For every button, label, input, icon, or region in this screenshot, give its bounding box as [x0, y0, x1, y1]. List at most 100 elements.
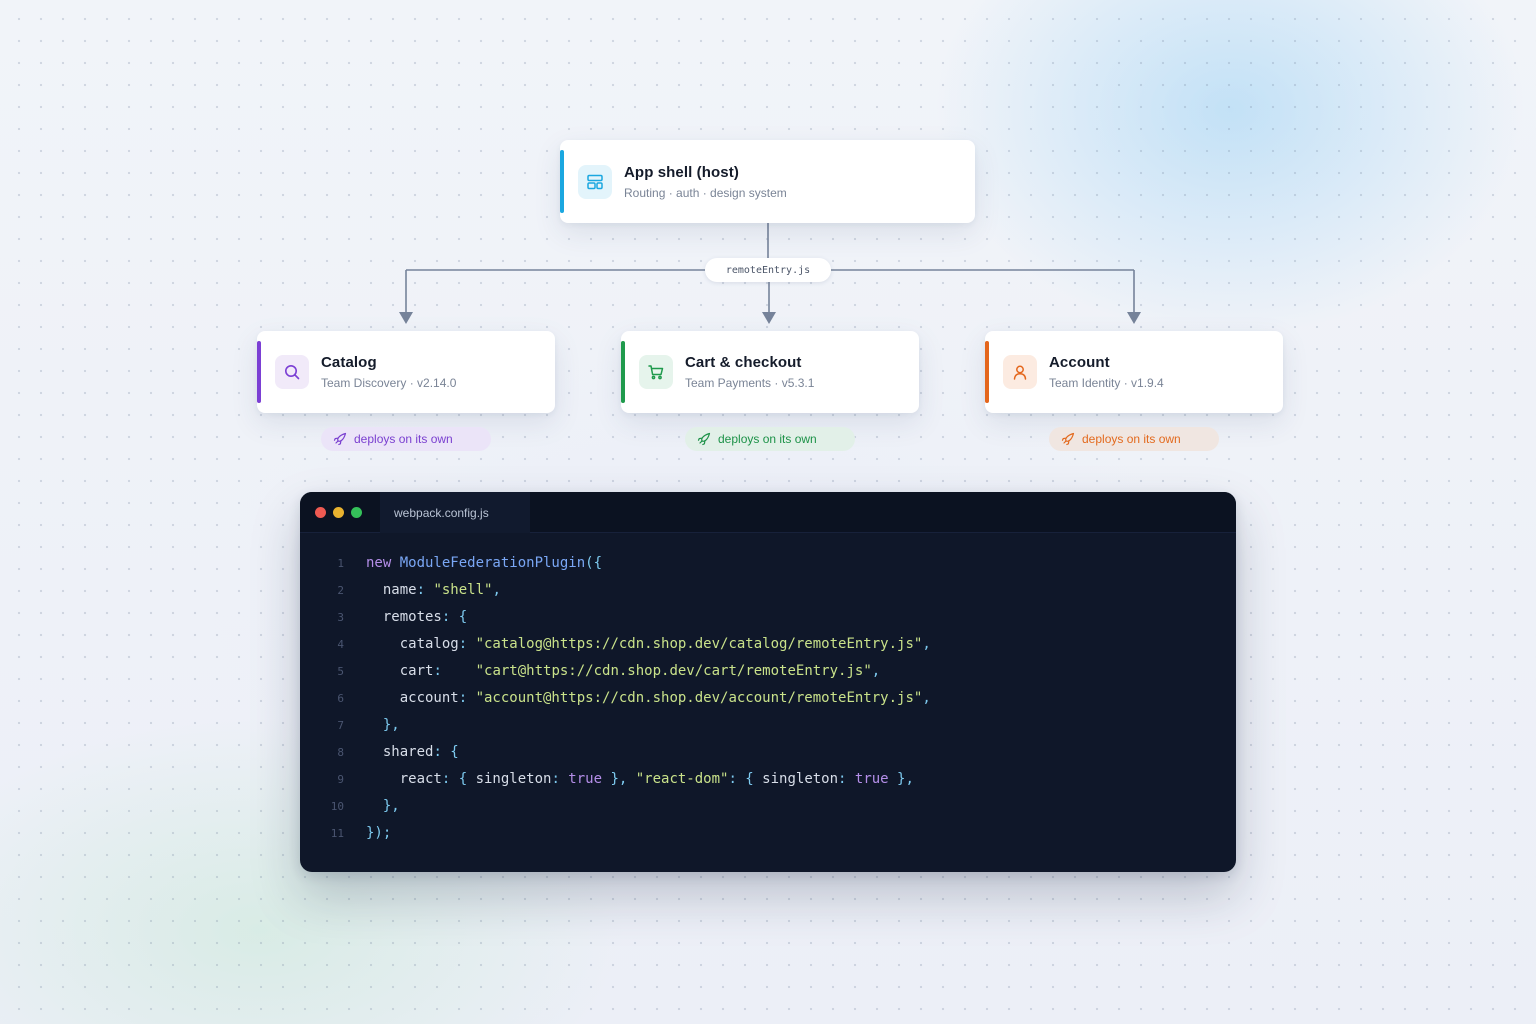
code-token: },: [366, 798, 400, 814]
account-deploy-label: deploys on its own: [1082, 432, 1181, 446]
close-window-dot[interactable]: [315, 507, 326, 518]
maximize-window-dot[interactable]: [351, 507, 362, 518]
code-line: 11});: [300, 820, 1236, 847]
line-number: 6: [337, 692, 344, 705]
code-token: new: [366, 555, 400, 571]
minimize-window-dot[interactable]: [333, 507, 344, 518]
remote-card-catalog: Catalog Team Discovery · v2.14.0: [257, 331, 555, 413]
line-content: });: [366, 820, 391, 847]
code-editor: webpack.config.js 1 new ModuleFederationP…: [300, 492, 1236, 872]
code-token: ,: [871, 663, 881, 679]
code-area[interactable]: 1 new ModuleFederationPlugin({2 name: "sh…: [300, 550, 1236, 847]
code-token: "cart@https://cdn.shop.dev/cart/remoteEn…: [475, 663, 872, 679]
code-token: },: [602, 771, 636, 787]
rocket-icon: [697, 432, 711, 446]
search-icon: [275, 355, 309, 389]
code-line: 10 },: [300, 793, 1236, 820]
code-line: 7 },: [300, 712, 1236, 739]
code-token: :: [458, 690, 476, 706]
line-content: account: "account@https://cdn.shop.dev/a…: [366, 685, 931, 712]
code-line: 6 account: "account@https://cdn.shop.dev…: [300, 685, 1236, 712]
code-token: :: [551, 771, 569, 787]
code-token: : {: [441, 609, 468, 625]
cart-icon: [639, 355, 673, 389]
code-line: 1 new ModuleFederationPlugin({: [300, 550, 1236, 577]
line-number: 11: [330, 827, 344, 840]
line-number: 9: [337, 773, 344, 786]
code-token: cart: [366, 663, 434, 679]
code-token: : {: [728, 771, 763, 787]
line-content: remotes: {: [366, 604, 467, 631]
account-deploy-badge: deploys on its own: [1049, 427, 1219, 451]
code-line: 8 shared: {: [300, 739, 1236, 766]
cart-subtitle: Team Payments · v5.3.1: [685, 376, 815, 390]
line-content: catalog: "catalog@https://cdn.shop.dev/c…: [366, 631, 931, 658]
code-token: "account@https://cdn.shop.dev/account/re…: [475, 690, 923, 706]
code-token: account: [366, 690, 459, 706]
line-number: 5: [337, 665, 344, 678]
account-title: Account: [1049, 354, 1110, 371]
editor-tab[interactable]: webpack.config.js: [380, 492, 530, 533]
catalog-subtitle: Team Discovery · v2.14.0: [321, 376, 457, 390]
remote-entry-label: remoteEntry.js: [705, 258, 831, 282]
code-token: ,: [922, 690, 931, 706]
remote-card-account: Account Team Identity · v1.9.4: [985, 331, 1283, 413]
line-content: react: { singleton: true }, "react-dom":…: [366, 766, 914, 793]
line-content: },: [366, 712, 400, 739]
code-token: "catalog@https://cdn.shop.dev/catalog/re…: [475, 636, 923, 652]
code-token: catalog: [366, 636, 459, 652]
host-subtitle: Routing · auth · design system: [624, 185, 787, 200]
catalog-title: Catalog: [321, 354, 377, 371]
line-number: 4: [337, 638, 344, 651]
code-token: react: [366, 771, 442, 787]
code-token: });: [366, 825, 392, 841]
code-token: "react-dom": [635, 771, 729, 787]
code-token: ,: [492, 582, 501, 598]
rocket-icon: [333, 432, 347, 446]
code-line: 4 catalog: "catalog@https://cdn.shop.dev…: [300, 631, 1236, 658]
code-token: true: [854, 771, 889, 787]
code-token: : {: [441, 771, 476, 787]
host-title: App shell (host): [624, 163, 739, 181]
line-number: 7: [337, 719, 344, 732]
code-line: 2 name: "shell",: [300, 577, 1236, 604]
arrowhead-cart: [762, 312, 776, 324]
arrowhead-catalog: [399, 312, 413, 324]
code-line: 3 remotes: {: [300, 604, 1236, 631]
host-card: App shell (host) Routing · auth · design…: [560, 140, 975, 223]
account-subtitle: Team Identity · v1.9.4: [1049, 376, 1164, 390]
code-token: singleton: [762, 771, 839, 787]
line-content: new ModuleFederationPlugin({: [366, 550, 602, 577]
editor-titlebar: webpack.config.js: [300, 492, 1236, 533]
code-line: 5 cart: "cart@https://cdn.shop.dev/cart/…: [300, 658, 1236, 685]
line-number: 1: [337, 557, 344, 570]
code-token: "shell": [433, 582, 493, 598]
code-token: },: [888, 771, 914, 787]
line-content: shared: {: [366, 739, 459, 766]
layout-icon: [578, 164, 612, 199]
code-token: shared: [366, 744, 434, 760]
line-content: },: [366, 793, 400, 820]
remote-card-cart: Cart & checkout Team Payments · v5.3.1: [621, 331, 919, 413]
line-number: 3: [337, 611, 344, 624]
line-content: cart: "cart@https://cdn.shop.dev/cart/re…: [366, 658, 880, 685]
editor-tab-label: webpack.config.js: [394, 505, 489, 520]
catalog-deploy-badge: deploys on its own: [321, 427, 491, 451]
code-token: :: [838, 771, 855, 787]
code-token: ,: [922, 636, 931, 652]
line-number: 10: [330, 800, 344, 813]
rocket-icon: [1061, 432, 1075, 446]
code-token: },: [366, 717, 400, 733]
user-icon: [1003, 355, 1037, 389]
code-token: singleton: [475, 771, 552, 787]
cart-deploy-badge: deploys on its own: [685, 427, 855, 451]
code-token: : {: [433, 744, 459, 760]
host-accent-bar: [560, 150, 564, 213]
line-number: 8: [337, 746, 344, 759]
code-token: true: [568, 771, 603, 787]
code-token: ModuleFederationPlugin: [399, 555, 586, 571]
line-number: 2: [337, 584, 344, 597]
cart-accent-bar: [621, 341, 625, 403]
code-token: :: [458, 636, 476, 652]
